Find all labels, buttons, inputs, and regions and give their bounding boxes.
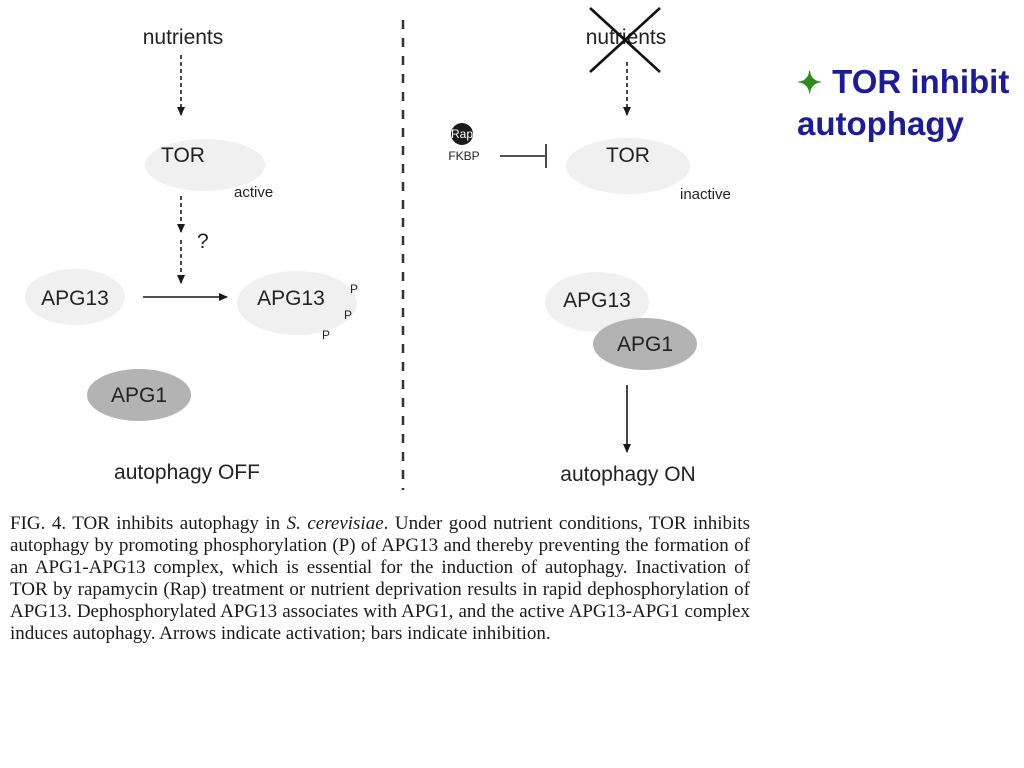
phospho-p-label-2: P — [344, 308, 352, 322]
right-apg1-label: APG1 — [617, 333, 673, 356]
figure-caption: FIG. 4. TOR inhibits autophagy in S. cer… — [10, 513, 750, 645]
phospho-p-label-1: P — [350, 282, 358, 296]
left-tor-label: TOR — [161, 144, 205, 167]
caption-lead: FIG. 4. TOR inhibits autophagy in — [10, 513, 287, 534]
rap-molecule — [451, 123, 473, 145]
nutrients-cross-stroke-2 — [589, 7, 661, 73]
left-outcome-label: autophagy OFF — [114, 461, 260, 484]
phospho-p-label-3: P — [322, 328, 330, 342]
phospho-apg13-label: APG13 — [257, 287, 325, 310]
side-note-text: TOR inhibit autophagy — [797, 63, 1010, 142]
right-inactive-label: inactive — [680, 186, 731, 203]
phospho-apg13-blob — [237, 271, 357, 335]
left-apg1-blob — [87, 369, 191, 421]
right-apg13-blob — [545, 272, 649, 332]
left-panel: nutrients TOR active ? APG13 APG13 P P P… — [25, 26, 358, 484]
left-question-mark: ? — [197, 230, 209, 253]
caption-species: S. cerevisiae — [286, 513, 384, 534]
left-apg13-blob — [25, 269, 125, 325]
right-tor-label: TOR — [606, 144, 650, 167]
right-apg13-label: APG13 — [563, 289, 631, 312]
caption-body: . Under good nutrient conditions, TOR in… — [10, 513, 750, 644]
autophagy-diagram: nutrients TOR active ? APG13 APG13 P P P… — [25, 7, 731, 490]
side-note: ✦TOR inhibit autophagy — [797, 62, 1019, 144]
fkbp-label: FKBP — [448, 149, 479, 163]
star-bullet-icon: ✦ — [797, 67, 823, 100]
left-apg13-label: APG13 — [41, 287, 109, 310]
left-active-label: active — [234, 184, 273, 201]
right-panel: nutrients Rap FKBP TOR inactive APG13 AP… — [448, 7, 731, 486]
right-tor-blob — [566, 138, 690, 194]
right-apg1-blob — [593, 318, 697, 370]
left-tor-blob — [145, 139, 265, 191]
rap-label: Rap — [451, 127, 473, 141]
left-apg1-label: APG1 — [111, 384, 167, 407]
left-nutrients-label: nutrients — [143, 26, 224, 49]
right-outcome-label: autophagy ON — [560, 463, 695, 486]
